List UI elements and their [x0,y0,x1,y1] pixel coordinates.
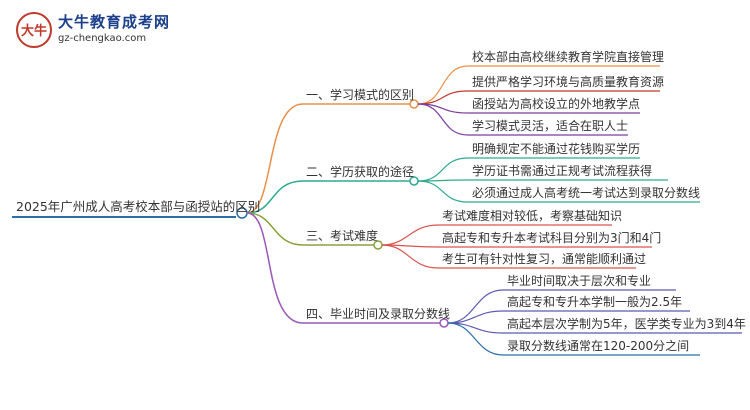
leaf-1-3-curve [417,103,640,114]
leaf-1-2: 提供严格学习环境与高质量教育资源 [472,75,665,89]
leaf-3-3-curve [381,244,636,269]
root-node: 2025年广州成人高考校本部与函授站的区别 [16,199,261,214]
branch-3-curve [246,212,374,246]
leaf-4-1: 毕业时间取决于层次和专业 [507,274,652,288]
leaf-1-3: 函授站为高校设立的外地教学点 [472,97,641,111]
leaf-4-2-curve [447,310,690,324]
leaf-3-2: 高起专和专升本考试科目分别为3门和4门 [442,231,662,245]
leaf-2-2: 学历证书需通过正规考试流程获得 [472,164,653,178]
branch-4-curve [246,212,440,324]
leaf-3-3: 考生可有针对性复习，通常能顺利通过 [442,252,647,266]
leaf-4-2: 高起专和专升本学制一般为2.5年 [507,295,683,309]
leaf-1-1: 校本部由高校继续教育学院直接管理 [472,50,665,64]
leaf-1-4-curve [417,103,628,136]
branch-1-label: 一、学习模式的区别 [306,88,415,102]
leaf-1-1-curve [417,65,660,105]
branch-4-label: 四、毕业时间及录取分数线 [306,307,451,321]
leaf-2-1-curve [417,157,640,182]
leaf-3-1: 考试难度相对较低，考察基础知识 [442,209,623,223]
leaf-2-3-curve [417,180,700,203]
leaf-1-2-curve [417,90,660,105]
logo-mark-icon: 大牛 [16,12,52,48]
leaf-2-3: 必须通过成人高考统一考试达到录取分数线 [472,186,701,200]
leaf-3-1-curve [381,224,612,246]
branch-2-curve [246,180,410,214]
branch-2-label: 二、学历获取的途径 [306,165,415,179]
leaf-4-4: 录取分数线通常在120-200分之间 [507,339,690,353]
leaf-4-4-curve [447,322,700,356]
leaf-2-2-curve [417,179,668,182]
leaf-2-1: 明确规定不能通过花钱购买学历 [472,142,641,156]
leaf-4-3: 高起本层次学制为5年，医学类专业为3到4年 [507,317,746,331]
leaf-1-4: 学习模式灵活，适合在职人士 [472,119,629,133]
leaf-4-3-curve [447,322,742,334]
branch-3-label: 三、考试难度 [306,229,379,243]
logo-title: 大牛教育成考网 [58,13,171,31]
site-logo[interactable]: 大牛 大牛教育成考网 gz-chengkao.com [14,6,169,52]
branch-1-curve [246,103,410,214]
leaf-4-1-curve [447,289,676,324]
leaf-3-2-curve [381,244,652,248]
logo-url: gz-chengkao.com [58,33,147,44]
logo-mark-text: 大牛 [21,23,47,39]
